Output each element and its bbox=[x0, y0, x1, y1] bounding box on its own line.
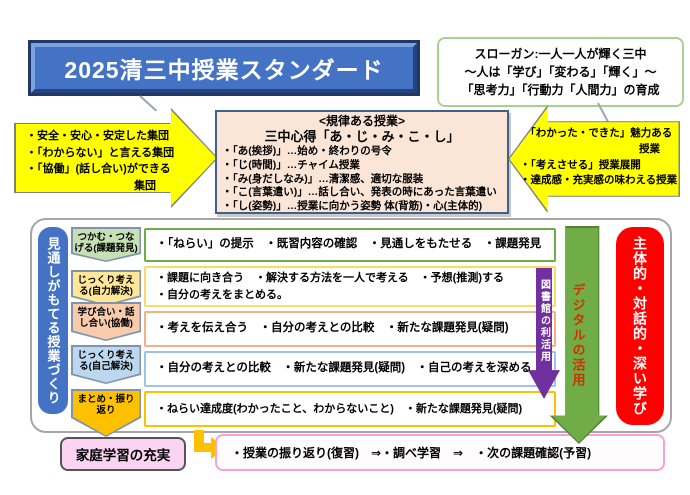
process-row-selfwork: ・課題に向き合う ・解決する方法を一人で考える ・予想(推測)する ・自分の考え… bbox=[144, 266, 556, 307]
slogan-line3: 「思考力」「行動力「人間力」の育成 bbox=[461, 83, 660, 97]
right-yellow-arrow-fill bbox=[509, 106, 679, 212]
right-arrow-text: ・「わかった・できた」魅力ある 授業 ・「考えさせる」授業展開 ・達成感・充実感… bbox=[520, 126, 678, 189]
process-row-achievement-text: ・ねらい達成度(わかったこと、わからないこと) ・新たな課題発見(疑問) bbox=[156, 402, 523, 415]
stage-grasp-connect: つかむ・つなげる(課題発見) bbox=[71, 227, 141, 262]
slogan-line2: 〜人は「学び」「変わる」「輝く」〜 bbox=[464, 65, 657, 79]
deep-learning-label: 主体的・対話的・深い学び bbox=[616, 227, 664, 425]
stage-think-self: じっくり考える(自力解決) bbox=[71, 270, 141, 306]
process-row-selfwork-line1: ・課題に向き合う ・解決する方法を一人で考える ・予想(推測)する bbox=[156, 272, 504, 284]
stage-summary-reflect-label: まとめ・振り返り bbox=[77, 393, 135, 417]
left-arrow-line2: ・「わからない」と言える集団 bbox=[26, 146, 175, 159]
process-row-deepen: ・自分の考えとの比較 ・新たな課題発見(疑問) ・自己の考えを深める bbox=[144, 351, 556, 387]
home-study-flow-box: ・授業の振り返り(復習) ⇒・調べ学習 ⇒ ・次の課題確認(予習) bbox=[215, 434, 665, 471]
slogan-line1: スローガン:一人一人が輝く三中 bbox=[474, 47, 647, 61]
stage-summary-reflect-fill: まとめ・振り返り bbox=[73, 391, 140, 436]
process-row-achievement: ・ねらい達成度(わかったこと、わからないこと) ・新たな課題発見(疑問) bbox=[144, 391, 556, 427]
title-banner: 2025清三中授業スタンダード bbox=[28, 40, 420, 96]
discipline-item-ko: ・「こ(言葉遣い)」…話し合い、発表の時にあった言葉遣い bbox=[222, 186, 497, 199]
stage-think-self-label: じっくり考える(自力解決) bbox=[77, 274, 135, 298]
right-arrow-line2: 授業 bbox=[639, 142, 660, 155]
right-arrow-line1: ・「わかった・できた」魅力ある bbox=[520, 127, 673, 139]
stage-collaborate-label: 学び合い・話し合い(協働) bbox=[77, 306, 135, 330]
home-study-box: 家庭学習の充実 bbox=[60, 437, 186, 471]
home-study-flow-text: ・授業の振り返り(復習) ⇒・調べ学習 ⇒ ・次の課題確認(予習) bbox=[231, 446, 592, 460]
digital-use-label: デジタルの活用 bbox=[570, 282, 586, 388]
left-yellow-arrow: ・安全・安心・安定した集団 ・「わからない」と言える集団 ・「協働」(話し合い)… bbox=[14, 108, 218, 208]
left-arrow-line3: ・「協働」(話し合い)ができる bbox=[26, 163, 171, 175]
title-banner-face: 2025清三中授業スタンダード bbox=[31, 43, 417, 93]
left-arrow-text: ・安全・安心・安定した集団 ・「わからない」と言える集団 ・「協働」(話し合い)… bbox=[26, 128, 186, 194]
process-row-deepen-text: ・自分の考えとの比較 ・新たな課題発見(疑問) ・自己の考えを深める bbox=[156, 362, 532, 375]
page-title: 2025清三中授業スタンダード bbox=[64, 57, 384, 83]
process-row-share: ・考えを伝え合う ・自分の考えとの比較 ・新たな課題発見(疑問) bbox=[144, 311, 556, 347]
library-use-label: 図書館の利活用 bbox=[538, 278, 550, 363]
stage-think-own-fill: じっくり考える(自己解決) bbox=[73, 347, 140, 383]
left-yellow-arrow-fill bbox=[15, 109, 217, 207]
process-row-aim-text: ・「ねらい」の提示 ・既習内容の確認 ・見通しをもたせる ・課題発見 bbox=[156, 238, 542, 251]
process-left-label: 見通しがもてる授業づくり bbox=[38, 227, 68, 414]
discipline-item-ji: ・「じ(時間)」…チャイム授業 bbox=[222, 158, 360, 171]
discipline-item-shi: ・「し(姿勢)」…授業に向かう姿勢 体(背筋)・心(主体的) bbox=[222, 200, 483, 213]
stage-collaborate: 学び合い・話し合い(協働) bbox=[71, 302, 141, 341]
right-arrow-line4: ・達成感・充実感の味わえる授業 bbox=[520, 174, 678, 187]
discipline-item-a: ・「あ(挨拶)」…始め・終わりの号令 bbox=[222, 144, 392, 157]
home-study-label: 家庭学習の充実 bbox=[75, 448, 171, 463]
discipline-item-mi: ・「み(身だしなみ)」…清潔感、適切な服装 bbox=[222, 172, 424, 185]
stage-grasp-connect-label: つかむ・つなげる(課題発見) bbox=[74, 231, 138, 255]
slogan-box: スローガン:一人一人が輝く三中 〜人は「学び」「変わる」「輝く」〜 「思考力」「… bbox=[437, 37, 684, 107]
discipline-heading: <規律ある授業> bbox=[318, 114, 406, 128]
stage-think-own-label: じっくり考える(自己解決) bbox=[77, 349, 135, 373]
stage-summary-reflect: まとめ・振り返り bbox=[71, 389, 141, 437]
discipline-box: <規律ある授業> 三中心得「あ・じ・み・こ・し」 ・「あ(挨拶)」…始め・終わり… bbox=[215, 110, 509, 214]
process-row-selfwork-line2: ・自分の考えをまとめる。 bbox=[156, 288, 288, 301]
stage-think-own: じっくり考える(自己解決) bbox=[71, 345, 141, 384]
discipline-subheading: 三中心得「あ・じ・み・こ・し」 bbox=[264, 129, 460, 144]
right-arrow-line3: ・「考えさせる」授業展開 bbox=[520, 158, 641, 171]
connector-line-title bbox=[139, 95, 158, 112]
process-row-aim: ・「ねらい」の提示 ・既習内容の確認 ・見通しをもたせる ・課題発見 bbox=[144, 228, 556, 262]
left-arrow-line1: ・安全・安心・安定した集団 bbox=[26, 130, 169, 142]
left-arrow-line4: 集団 bbox=[134, 179, 156, 192]
process-row-share-text: ・考えを伝え合う ・自分の考えとの比較 ・新たな課題発見(疑問) bbox=[156, 322, 509, 335]
right-yellow-arrow: ・「わかった・できた」魅力ある 授業 ・「考えさせる」授業展開 ・達成感・充実感… bbox=[508, 105, 680, 213]
